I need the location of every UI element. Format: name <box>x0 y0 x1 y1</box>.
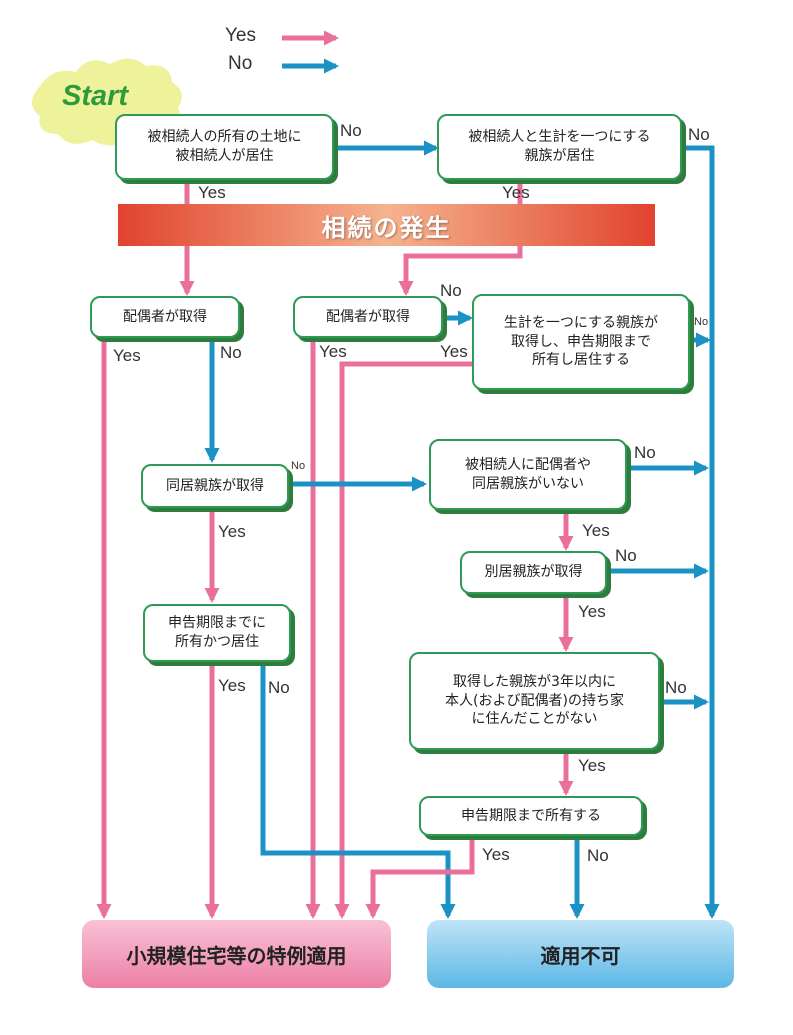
inheritance-banner: 相続の発生 <box>118 204 655 246</box>
node-own-and-reside: 申告期限までに 所有かつ居住 <box>143 604 291 662</box>
q5-no-label: No <box>694 316 709 328</box>
q8-yes-label: Yes <box>578 602 606 621</box>
q2-yes-label: Yes <box>502 183 530 202</box>
q8-no-label: No <box>615 546 637 565</box>
q2-no-label: No <box>688 125 710 144</box>
inheritance-banner-text: 相続の発生 <box>321 213 452 242</box>
node-family-resides: 被相続人と生計を一つにする 親族が居住 <box>437 114 682 180</box>
node-inheritee-resides: 被相続人の所有の土地に 被相続人が居住 <box>115 114 334 180</box>
q11-no-label: No <box>587 846 609 865</box>
q6-yes-label: Yes <box>218 522 246 541</box>
node-household-relative: 生計を一つにする親族が 取得し、申告期限まで 所有し居住する <box>472 294 690 390</box>
node-no-spouse-or-cohabitant: 被相続人に配偶者や 同居親族がいない <box>429 439 627 510</box>
q11-yes-label: Yes <box>482 845 510 864</box>
node-own-until-deadline: 申告期限まで所有する <box>419 796 643 836</box>
q5-yes-label: Yes <box>440 342 468 361</box>
q2-no-arrow <box>682 145 720 919</box>
node-cohabiting-relative: 同居親族が取得 <box>141 464 289 508</box>
q7-yes-label: Yes <box>582 521 610 540</box>
q10-yes-label: Yes <box>578 756 606 775</box>
node-no-own-house: 取得した親族が3年以内に 本人(および配偶者)の持ち家 に住んだことがない <box>409 652 660 750</box>
start-label: Start <box>62 80 129 112</box>
legend-no-label: No <box>228 53 253 74</box>
q3-no-label: No <box>220 343 242 362</box>
node-spouse-acquires-right: 配偶者が取得 <box>293 296 443 338</box>
node-spouse-acquires-left: 配偶者が取得 <box>90 296 240 338</box>
result-not-applicable: 適用不可 <box>427 920 734 988</box>
q1-no-label: No <box>340 121 362 140</box>
q9-no-arrow <box>260 662 456 919</box>
q7-no-label: No <box>634 443 656 462</box>
q3-yes-label: Yes <box>113 346 141 365</box>
q1-yes-label: Yes <box>198 183 226 202</box>
q9-yes-label: Yes <box>218 676 246 695</box>
q5-yes-arrow <box>334 361 472 919</box>
q6-no-label: No <box>291 460 306 472</box>
q4-no-label: No <box>440 281 462 300</box>
result-exception-applies: 小規模住宅等の特例適用 <box>82 920 391 988</box>
q9-no-label: No <box>268 678 290 697</box>
q10-no-label: No <box>665 678 687 697</box>
q4-yes-label: Yes <box>319 342 347 361</box>
legend-yes-label: Yes <box>225 25 256 46</box>
q11-yes-arrow <box>365 836 475 919</box>
node-separate-relative: 別居親族が取得 <box>460 551 607 594</box>
